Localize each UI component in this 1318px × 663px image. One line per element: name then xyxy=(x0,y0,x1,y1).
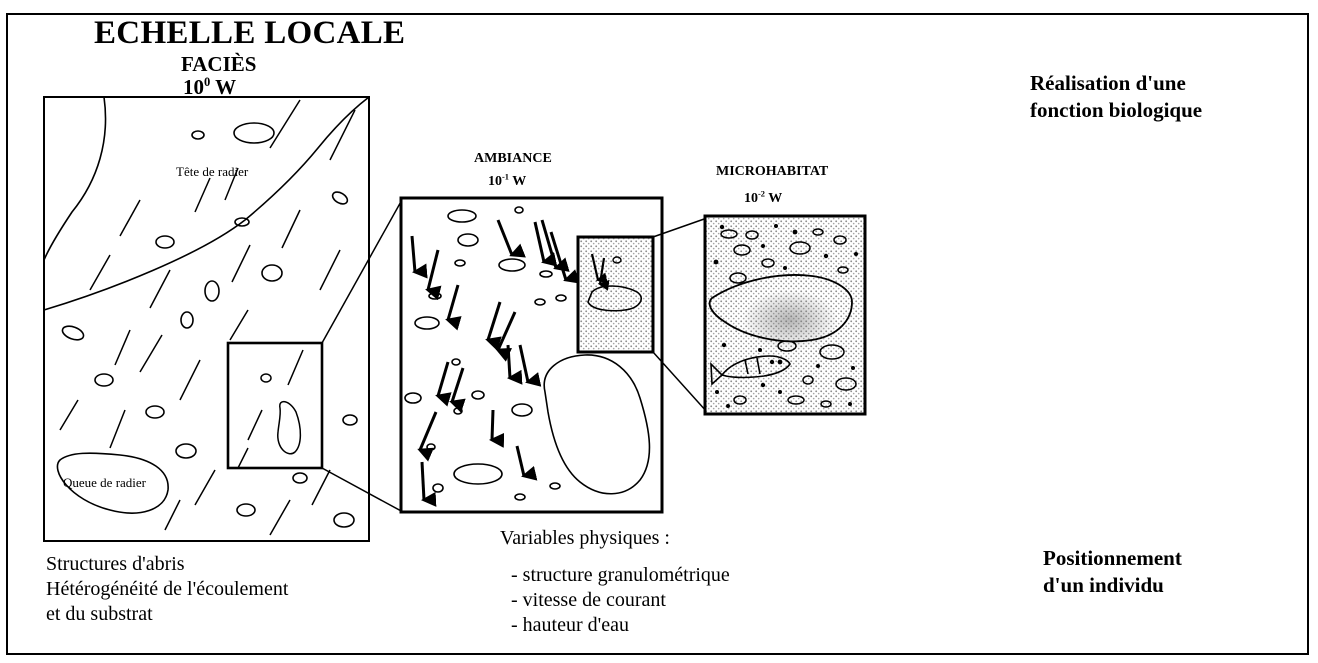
right-top-line: Réalisation d'une xyxy=(1030,70,1202,97)
facies-scale: 100 W xyxy=(183,77,236,98)
facies-scale-base: 10 xyxy=(183,75,204,99)
facies-label: FACIÈS xyxy=(181,54,256,75)
facies-zoom-window xyxy=(228,343,322,468)
right-bottom-line: Positionnement xyxy=(1043,545,1182,572)
ambiance-scale: 10-1 W xyxy=(488,175,526,189)
left-note: et du substrat xyxy=(46,602,288,627)
variables-item: - vitesse de courant xyxy=(511,588,730,613)
facies-scale-unit: W xyxy=(215,75,236,99)
ambiance-scale-base: 10 xyxy=(488,174,502,189)
variables-title: Variables physiques : xyxy=(500,526,670,551)
title-echelle-locale: ECHELLE LOCALE xyxy=(94,17,405,50)
microhabitat-scale: 10-2 W xyxy=(744,192,782,206)
variables-item: - hauteur d'eau xyxy=(511,613,730,638)
left-note: Hétérogénéité de l'écoulement xyxy=(46,577,288,602)
variables-item: - structure granulométrique xyxy=(511,563,730,588)
right-top-line: fonction biologique xyxy=(1030,97,1202,124)
ambiance-label: AMBIANCE xyxy=(474,152,552,166)
microhabitat-panel xyxy=(705,216,865,414)
microhabitat-label: MICROHABITAT xyxy=(716,165,828,179)
ambiance-scale-unit: W xyxy=(512,174,526,189)
microhabitat-scale-base: 10 xyxy=(744,191,758,206)
ambiance-zoom-window xyxy=(578,237,653,352)
right-bottom-line: d'un individu xyxy=(1043,572,1182,599)
facies-bottom-label: Queue de radier xyxy=(63,476,146,489)
variables-list: - structure granulométrique - vitesse de… xyxy=(511,563,730,638)
left-note: Structures d'abris xyxy=(46,552,288,577)
left-notes: Structures d'abris Hétérogénéité de l'éc… xyxy=(46,552,288,627)
ambiance-scale-exp: -1 xyxy=(502,172,509,181)
right-top-text: Réalisation d'une fonction biologique xyxy=(1030,70,1202,125)
microhabitat-scale-unit: W xyxy=(768,191,782,206)
right-bottom-text: Positionnement d'un individu xyxy=(1043,545,1182,600)
facies-top-label: Tête de radier xyxy=(176,165,248,178)
facies-scale-exp: 0 xyxy=(204,75,210,89)
microhabitat-scale-exp: -2 xyxy=(758,189,765,198)
